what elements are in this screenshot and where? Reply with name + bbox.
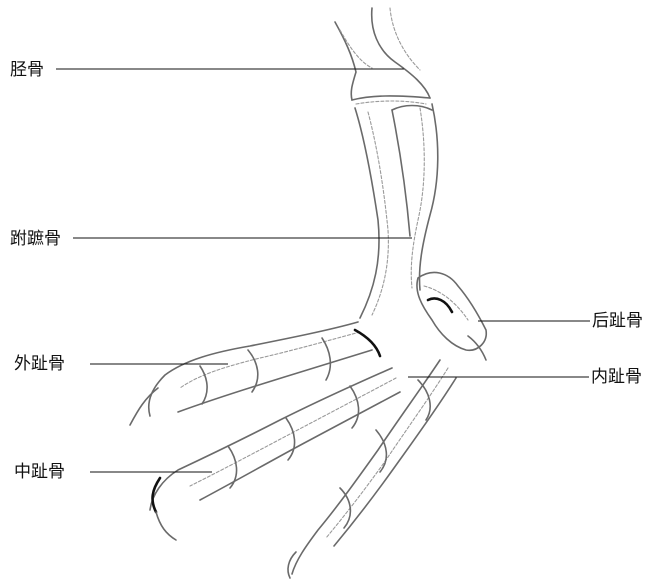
- rear-toe-bone: [417, 272, 486, 360]
- middle-toe-bone: [150, 368, 400, 540]
- inner-toe-bone: [288, 360, 456, 578]
- label-rear-toe: 后趾骨: [592, 311, 643, 331]
- outer-toe-bone: [130, 322, 380, 425]
- label-tarsometatarsus: 跗蹠骨: [10, 229, 61, 249]
- label-inner-toe: 内趾骨: [591, 367, 642, 387]
- label-middle-toe: 中趾骨: [14, 462, 65, 482]
- tibia-bone: [335, 8, 430, 104]
- label-outer-toe: 外趾骨: [14, 354, 65, 374]
- label-tibia: 胫骨: [10, 60, 44, 80]
